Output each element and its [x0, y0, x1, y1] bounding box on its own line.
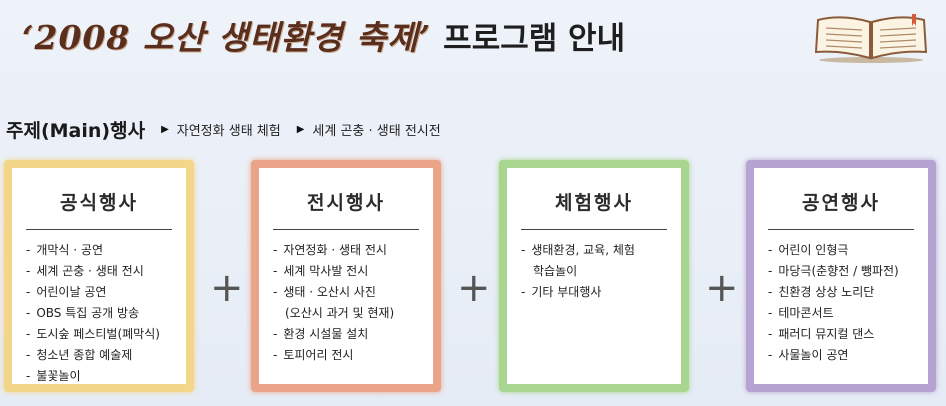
list-item: -패러디 뮤지컬 댄스: [768, 327, 875, 341]
triangle-right-icon: ▶: [161, 124, 169, 135]
card-performance-events: 공연행사 -어린이 인형극 -마당극(춘향전 / 뺑파전) -친환경 상상 노리…: [746, 160, 936, 392]
list-item: -토피어리 전시: [273, 348, 354, 362]
list-item: (오산시 과거 및 현재): [285, 306, 395, 320]
theme-item-label: 자연정화 생태 체험: [176, 124, 281, 139]
list-item: -테마콘서트: [768, 306, 834, 320]
list-item: -OBS 특집 공개 방송: [26, 306, 140, 320]
list-item: 학습놀이: [533, 264, 578, 278]
theme-row: 주제(Main)행사 ▶ 자연정화 생태 체험 ▶ 세계 곤충 · 생태 전시전: [6, 116, 441, 143]
theme-item: ▶ 세계 곤충 · 생태 전시전: [297, 120, 441, 139]
festival-title: ‘2008 오산 생태환경 축제’: [22, 18, 432, 57]
plus-icon: +: [210, 265, 244, 311]
plus-icon: +: [705, 265, 739, 311]
card-official-events: 공식행사 -개막식 · 공연 -세계 곤충 · 생태 전시 -어린이날 공연 -…: [4, 160, 194, 392]
card-title: 전시행사: [307, 192, 385, 214]
list-item: -어린이 인형극: [768, 243, 849, 257]
divider: [521, 229, 667, 230]
list-item: -생태 · 오산시 사진: [273, 285, 376, 299]
list-item: -친환경 상상 노리단: [768, 285, 875, 299]
list-item: -도시숲 페스티벌(폐막식): [26, 327, 160, 341]
card-list: -개막식 · 공연 -세계 곤충 · 생태 전시 -어린이날 공연 -OBS 특…: [14, 240, 184, 387]
list-item: -기타 부대행사: [521, 285, 602, 299]
card-list: -어린이 인형극 -마당극(춘향전 / 뺑파전) -친환경 상상 노리단 -테마…: [756, 240, 926, 366]
card-list: -생태환경, 교육, 체험 학습놀이 -기타 부대행사: [509, 240, 679, 303]
card-title: 체험행사: [555, 192, 633, 214]
list-item: -불꽃놀이: [26, 369, 81, 383]
card-title: 공연행사: [802, 192, 880, 214]
theme-item: ▶ 자연정화 생태 체험: [161, 120, 281, 139]
list-item: -마당극(춘향전 / 뺑파전): [768, 264, 899, 278]
list-item: -사물놀이 공연: [768, 348, 849, 362]
list-item: -생태환경, 교육, 체험: [521, 243, 635, 257]
page-title: ‘2008 오산 생태환경 축제’ 프로그램 안내: [22, 6, 625, 64]
card-exhibition-events: 전시행사 -자연정화 · 생태 전시 -세계 막사발 전시 -생태 · 오산시 …: [251, 160, 441, 392]
list-item: -환경 시설물 설치: [273, 327, 369, 341]
divider: [273, 229, 419, 230]
divider: [26, 229, 172, 230]
theme-item-label: 세계 곤충 · 생태 전시전: [312, 124, 441, 139]
card-experience-events: 체험행사 -생태환경, 교육, 체험 학습놀이 -기타 부대행사: [499, 160, 689, 392]
theme-label: 주제(Main)행사: [6, 120, 146, 142]
divider: [768, 229, 914, 230]
list-item: -개막식 · 공연: [26, 243, 103, 257]
list-item: -청소년 종합 예술제: [26, 348, 133, 362]
list-item: -자연정화 · 생태 전시: [273, 243, 387, 257]
book-icon: [814, 14, 928, 63]
card-list: -자연정화 · 생태 전시 -세계 막사발 전시 -생태 · 오산시 사진 (오…: [261, 240, 431, 366]
card-title: 공식행사: [60, 192, 138, 214]
list-item: -어린이날 공연: [26, 285, 107, 299]
list-item: -세계 곤충 · 생태 전시: [26, 264, 144, 278]
plus-icon: +: [457, 265, 491, 311]
list-item: -세계 막사발 전시: [273, 264, 369, 278]
triangle-right-icon: ▶: [296, 124, 305, 135]
program-guide-title: 프로그램 안내: [443, 20, 626, 57]
